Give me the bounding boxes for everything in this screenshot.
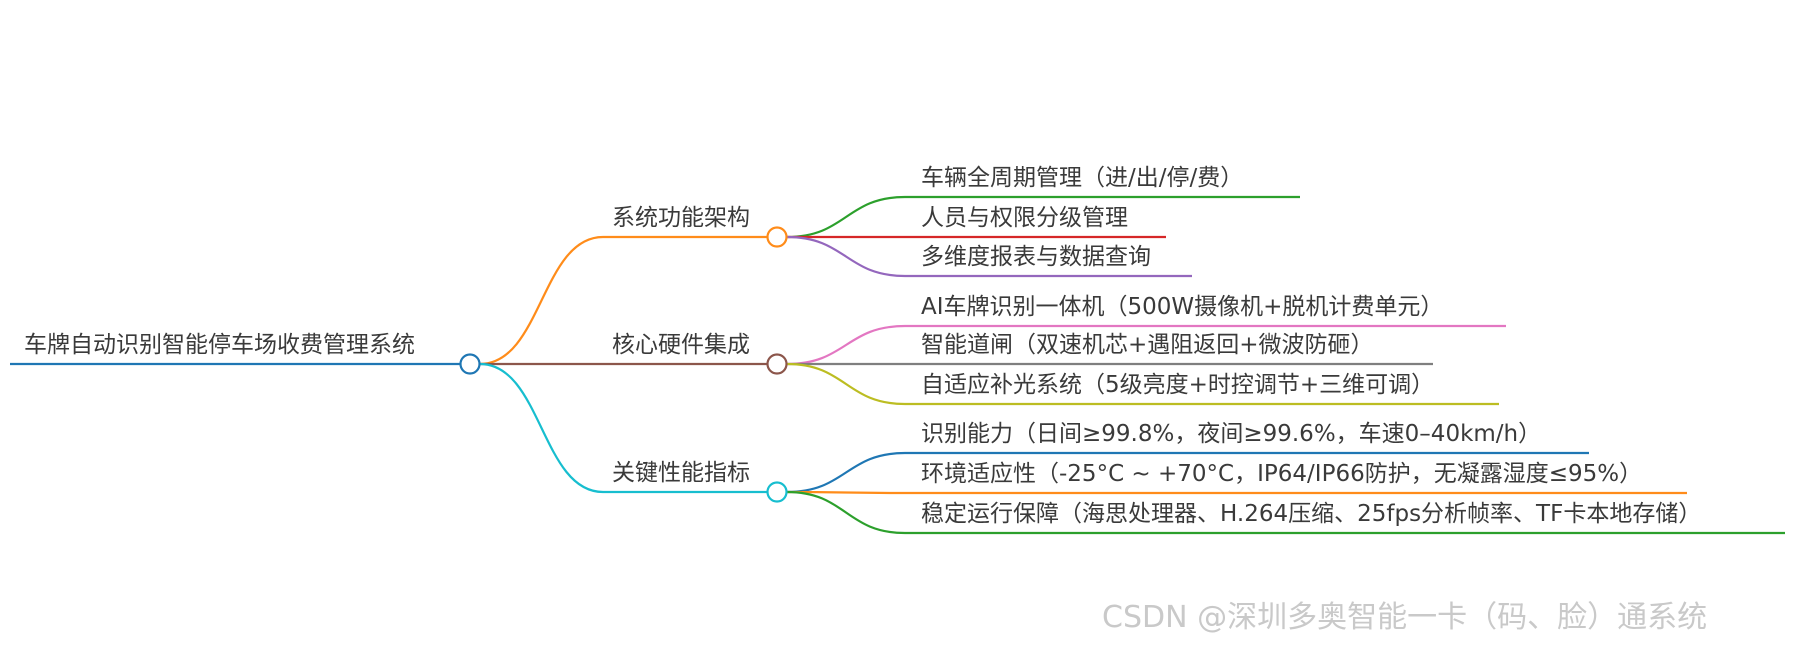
leaf-link-2-1 xyxy=(786,324,1506,366)
leaf-topic-2-3: 自适应补光系统（5级亮度+时控调节+三维可调） xyxy=(921,372,1435,398)
root-collapse-toggle[interactable] xyxy=(459,353,481,375)
leaf-topic-1-1: 车辆全周期管理（进/出/停/费） xyxy=(921,165,1244,191)
branch-topic-1: 系统功能架构 xyxy=(612,205,750,231)
branch-topic-2: 核心硬件集成 xyxy=(612,332,750,358)
leaf-link-3-3 xyxy=(786,490,1785,535)
leaf-link-1-1 xyxy=(786,195,1300,239)
leaf-topic-3-1: 识别能力（日间≥99.8%，夜间≥99.6%，车速0–40km/h） xyxy=(921,421,1542,447)
leaf-topic-3-3: 稳定运行保障（海思处理器、H.264压缩、25fps分析帧率、TF卡本地存储） xyxy=(921,501,1702,527)
leaf-topic-1-3: 多维度报表与数据查询 xyxy=(921,244,1151,270)
leaf-link-2-3 xyxy=(786,362,1499,406)
leaf-topic-2-1: AI车牌识别一体机（500W摄像机+脱机计费单元） xyxy=(921,294,1444,320)
mindmap-nodes xyxy=(459,226,788,503)
leaf-link-3-1 xyxy=(786,451,1589,494)
branch-topic-3: 关键性能指标 xyxy=(612,460,750,486)
branch-collapse-toggle-3[interactable] xyxy=(766,481,788,503)
branch-link-1 xyxy=(479,235,767,366)
branch-collapse-toggle-1[interactable] xyxy=(766,226,788,248)
leaf-link-3-2 xyxy=(786,490,1687,495)
leaf-topic-1-2: 人员与权限分级管理 xyxy=(921,205,1128,231)
branch-collapse-toggle-2[interactable] xyxy=(766,353,788,375)
leaf-link-1-3 xyxy=(786,235,1192,278)
leaf-topic-3-2: 环境适应性（-25°C ~ +70°C，IP64/IP66防护，无凝露湿度≤95… xyxy=(921,461,1643,487)
watermark-text: CSDN @深圳多奥智能一卡（码、脸）通系统 xyxy=(1102,600,1708,635)
leaf-topic-2-2: 智能道闸（双速机芯+遇阻返回+微波防砸） xyxy=(921,332,1374,358)
mindmap-links xyxy=(10,195,1785,535)
branch-link-3 xyxy=(479,362,767,494)
root-topic: 车牌自动识别智能停车场收费管理系统 xyxy=(24,332,415,358)
